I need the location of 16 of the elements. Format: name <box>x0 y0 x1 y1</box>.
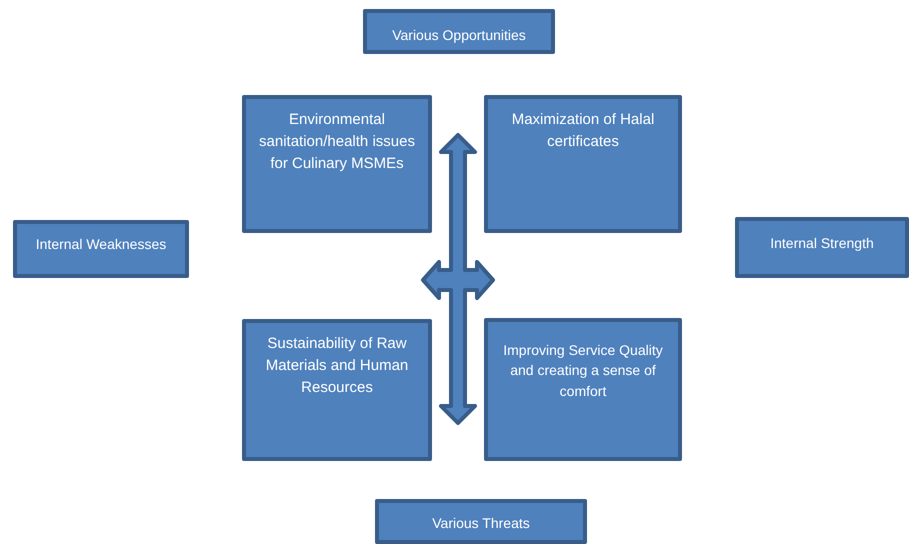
box-label: Sustainability of Raw Materials and Human Resources <box>264 334 410 398</box>
box-label: Various Opportunities <box>391 26 527 45</box>
quadrant-box <box>735 217 909 278</box>
box-label: Improving Service Quality and creating a sense of comfort <box>502 341 664 401</box>
quadrant-box <box>484 318 682 461</box>
quadrant-box <box>242 95 432 233</box>
box-label: Environmental sanitation/health issues for Culinary MSMEs <box>258 110 416 174</box>
box-label: Internal Weaknesses <box>34 235 168 254</box>
box-label: Maximization of Halal certificates <box>510 110 656 152</box>
quadrant-box <box>484 95 682 233</box>
quadrant-box <box>242 319 432 461</box>
quadrant-box <box>13 220 189 278</box>
quadrant-box <box>375 499 587 544</box>
box-label: Internal Strength <box>769 234 875 253</box>
box-label: Various Threats <box>431 514 531 533</box>
quadrant-box <box>363 9 555 54</box>
